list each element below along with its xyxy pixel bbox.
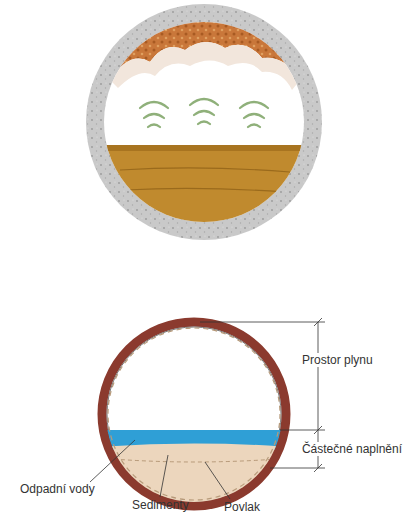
dimension-label: Prostor plynu bbox=[300, 353, 375, 367]
part-label: Odpadní vody bbox=[18, 482, 97, 496]
concrete-pipe bbox=[86, 4, 322, 240]
part-label: Povlak bbox=[222, 500, 262, 514]
part-label: Sedimenty bbox=[130, 498, 191, 512]
leader-lines bbox=[90, 440, 230, 499]
dimension-label: Částečné naplnění bbox=[300, 442, 404, 456]
pipe-section bbox=[100, 322, 290, 517]
